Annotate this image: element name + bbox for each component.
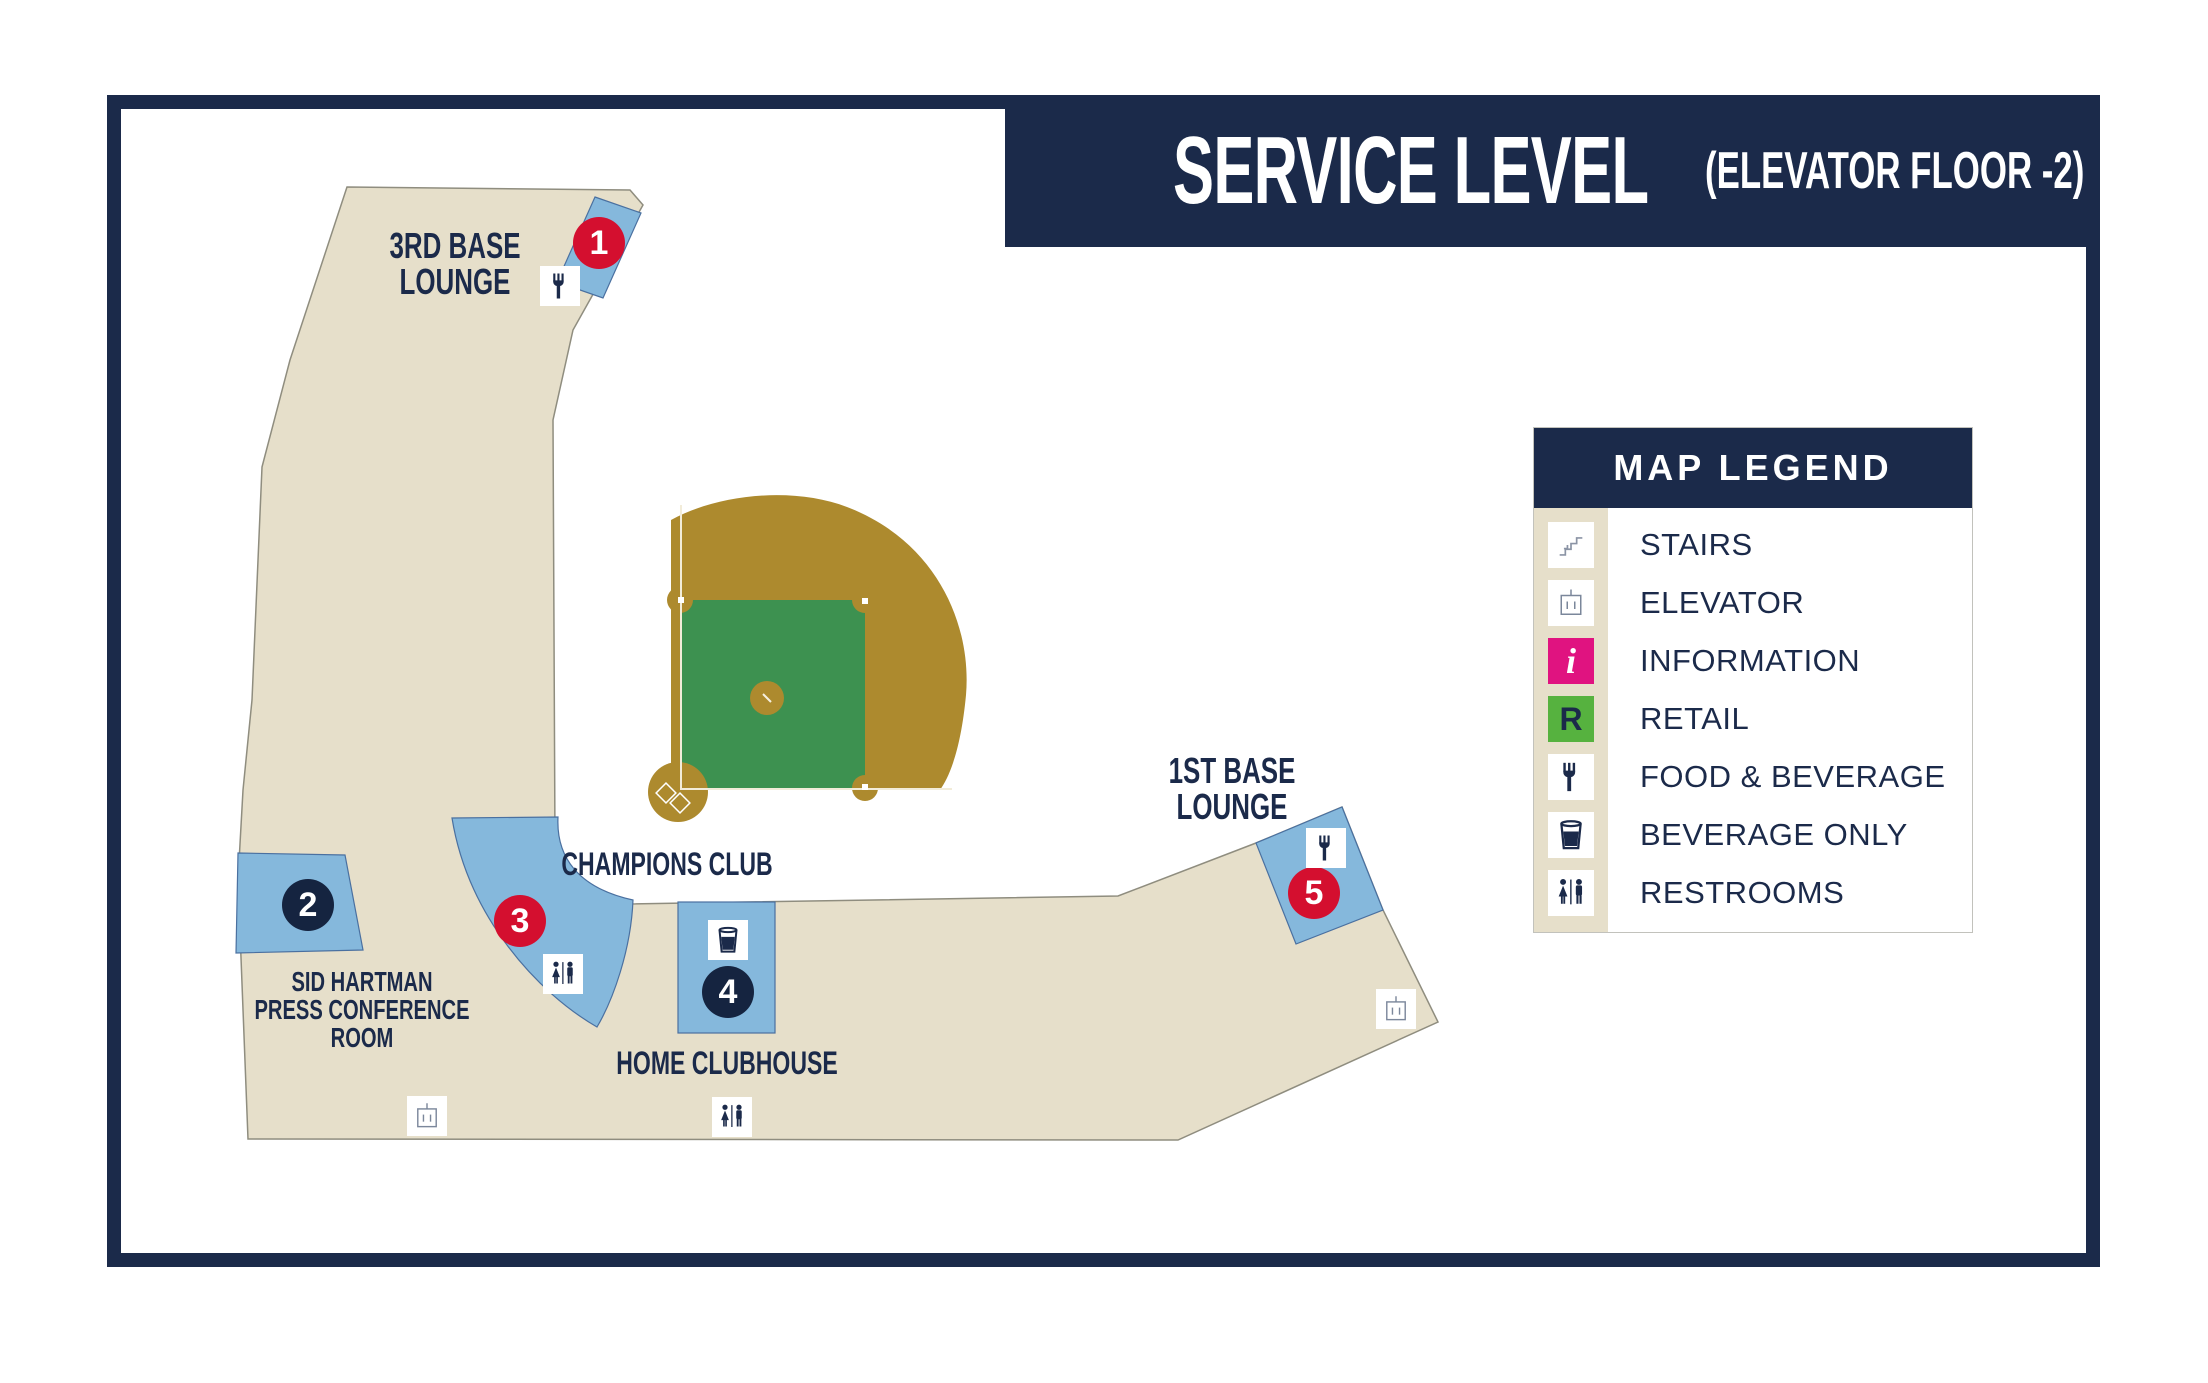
retail-icon: R [1548,696,1594,742]
map-legend: MAP LEGEND STAIRS [1533,427,1973,933]
batters-box [669,792,691,814]
stairs-icon [1548,522,1594,568]
third-base-lounge-label: 3RD BASE LOUNGE [389,228,520,300]
beverage-only-icon [1548,812,1594,858]
legend-row-retail: R RETAIL [1534,690,1972,748]
legend-label: STAIRS [1640,527,1753,562]
label-line: PRESS CONFERENCE [254,994,470,1025]
label-line: 1ST BASE [1168,750,1296,791]
legend-row-information: i INFORMATION [1534,632,1972,690]
legend-label: RETAIL [1640,701,1750,736]
legend-row-beverage-only: BEVERAGE ONLY [1534,806,1972,864]
legend-row-stairs: STAIRS [1534,516,1972,574]
marker-5: 5 [1288,867,1340,919]
retail-glyph: R [1559,701,1583,737]
restrooms-icon [712,1097,752,1137]
legend-row-restrooms: RESTROOMS [1534,864,1972,922]
label-line: LOUNGE [399,261,511,302]
elevator-icon [1548,580,1594,626]
third-base [678,597,684,603]
home-clubhouse-label: HOME CLUBHOUSE [616,1045,838,1081]
pitchers-rubber [762,693,772,703]
info-glyph: i [1565,641,1576,681]
legend-row-food-beverage: FOOD & BEVERAGE [1534,748,1972,806]
home-plate [655,782,677,804]
map-legend-title: MAP LEGEND [1613,447,1893,488]
label-line: LOUNGE [1176,786,1288,827]
legend-label: INFORMATION [1640,643,1861,678]
label-line: SID HARTMAN [291,966,433,997]
information-icon: i [1548,638,1594,684]
second-base [862,598,868,604]
restrooms-icon [1548,870,1594,916]
marker-1: 1 [573,217,625,269]
map-legend-header: MAP LEGEND [1534,428,1972,508]
sid-hartman-press-room-label: SID HARTMAN PRESS CONFERENCE ROOM [254,968,469,1052]
page-subtitle: (ELEVATOR FLOOR -2) [1705,142,2085,200]
first-base-lounge-label: 1ST BASE LOUNGE [1169,753,1296,825]
page-title: SERVICE LEVEL [1173,117,1649,224]
first-base [862,784,868,790]
title-bar: SERVICE LEVEL (ELEVATOR FLOOR -2) [1005,95,2100,247]
legend-label: ELEVATOR [1640,585,1805,620]
baseball-field [648,495,967,822]
food-beverage-icon [1306,828,1346,868]
home-plate-circle [648,762,708,822]
label-line: ROOM [330,1022,394,1053]
beverage-only-icon [708,920,748,960]
legend-label: RESTROOMS [1640,875,1845,910]
elevator-icon [407,1096,447,1136]
legend-row-elevator: ELEVATOR [1534,574,1972,632]
champions-club-label: CHAMPIONS CLUB [561,846,773,882]
label-line: 3RD BASE [389,225,521,266]
legend-label: FOOD & BEVERAGE [1640,759,1946,794]
marker-4: 4 [702,966,754,1018]
elevator-icon [1376,989,1416,1029]
restrooms-icon [543,954,583,994]
food-beverage-icon [540,266,580,306]
marker-3: 3 [494,895,546,947]
map-legend-body: STAIRS ELEVATOR i INFORMATION [1534,508,1972,932]
food-beverage-icon [1548,754,1594,800]
legend-label: BEVERAGE ONLY [1640,817,1908,852]
marker-2: 2 [282,879,334,931]
